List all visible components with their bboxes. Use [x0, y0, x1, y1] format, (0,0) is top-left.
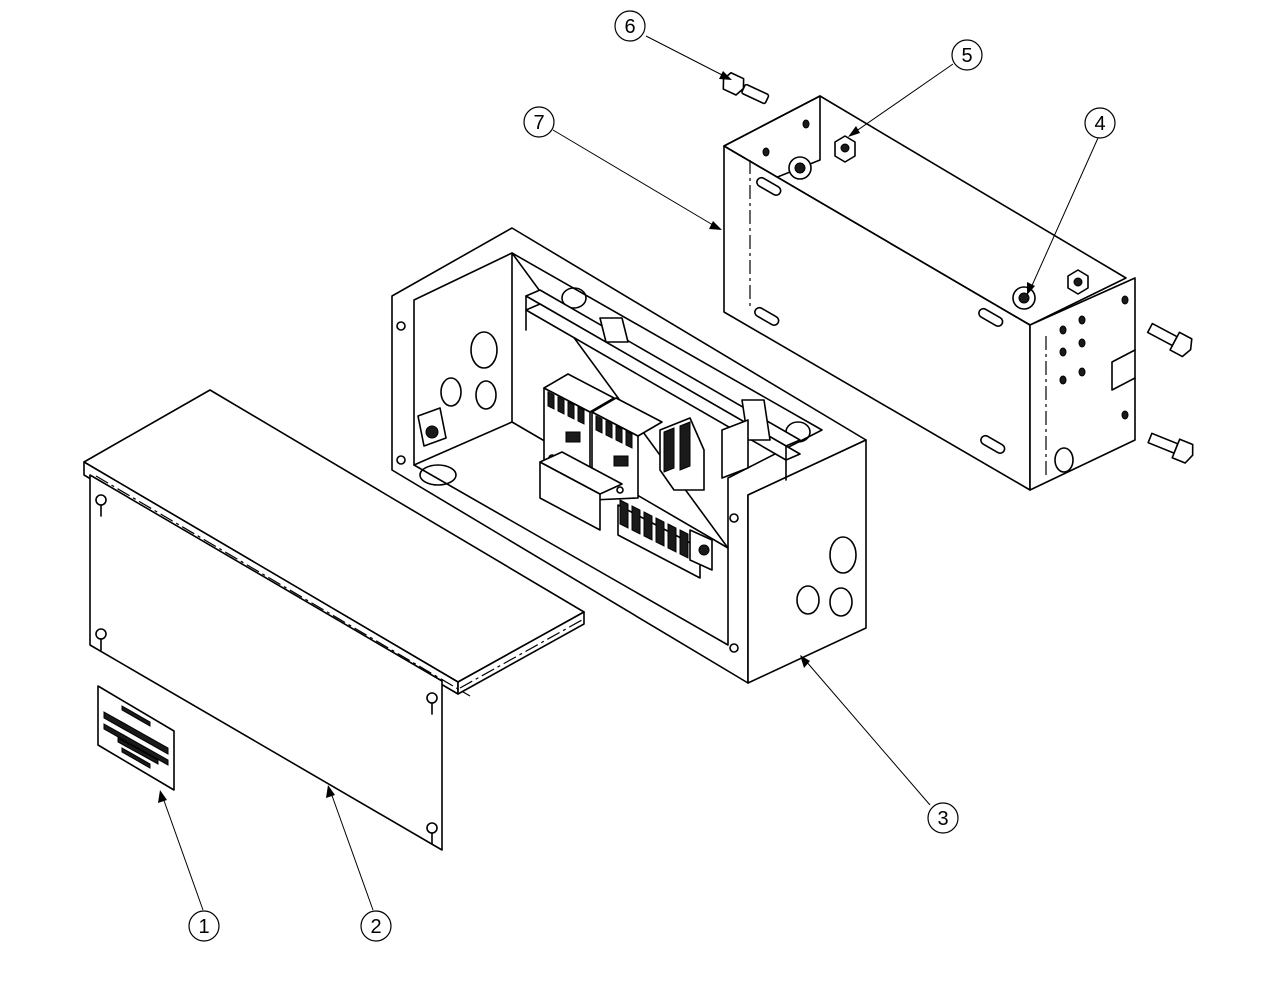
terminal-blocks [617, 499, 713, 579]
leader-4 [1029, 137, 1099, 291]
balloon-6-label: 6 [624, 16, 635, 38]
leader-lines [158, 35, 1099, 911]
balloon-2: 2 [360, 910, 392, 942]
balloon-3-label: 3 [937, 808, 948, 830]
cover-front-face [89, 474, 443, 851]
leader-2 [329, 789, 374, 911]
bracket-bolts [1146, 322, 1194, 464]
balloon-7-label: 7 [533, 112, 544, 134]
leader-7 [552, 129, 719, 229]
nut [834, 135, 856, 163]
balloon-4: 4 [1084, 107, 1116, 139]
enclosure [391, 227, 867, 684]
mounting-bracket [723, 95, 1136, 491]
label-plate [97, 685, 175, 791]
balloon-1: 1 [188, 910, 220, 942]
balloon-5: 5 [951, 39, 983, 71]
balloon-5-label: 5 [961, 45, 972, 67]
balloon-1-label: 1 [198, 916, 209, 938]
balloon-2-label: 2 [370, 916, 381, 938]
balloon-7: 7 [523, 106, 555, 138]
leader-6 [645, 35, 729, 79]
bracket-side-flange [1029, 277, 1136, 491]
balloon-6: 6 [614, 10, 646, 42]
leader-1 [161, 794, 204, 911]
balloon-3: 3 [927, 802, 959, 834]
balloon-4-label: 4 [1094, 113, 1105, 135]
leader-3 [804, 659, 931, 806]
leader-5 [851, 63, 954, 135]
enclosure-side [747, 439, 867, 684]
cover [83, 389, 585, 851]
